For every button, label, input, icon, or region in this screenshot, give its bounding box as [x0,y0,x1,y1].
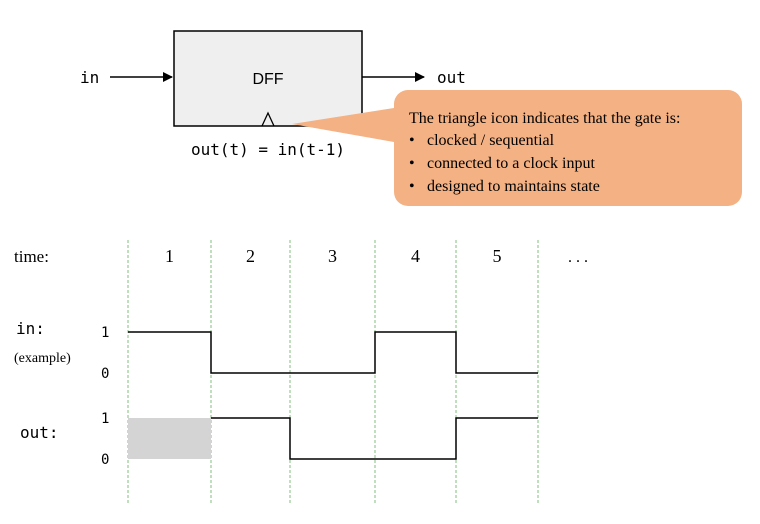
time-step-label: 5 [493,246,502,266]
time-step-label: 4 [411,246,420,266]
clock-triangle-icon [261,111,275,127]
signal-high-label: 1 [101,325,109,341]
callout-pointer [292,108,394,142]
signal-label: out: [20,423,59,442]
time-step-label: 1 [165,246,174,266]
signal-waveform [128,331,538,374]
time-step-label: 2 [246,246,255,266]
signal-waveform [211,417,538,460]
callout-bullet-dot: • [409,132,415,149]
signal-sublabel: (example) [14,351,71,366]
time-label: time: [14,247,49,266]
callout-bullet-dot: • [409,155,415,172]
timing-diagram: time: 1 2 3 4 5 . . . in: (example) 1 0 out: 1 0 [14,240,588,503]
time-step-label: 3 [328,246,337,266]
gate-input-label: in [80,68,99,87]
callout-bullet-list: • clocked / sequential • connected to a clo… [409,132,600,195]
callout-heading: The triangle icon indicates that the gat… [409,110,680,127]
undefined-state-region [128,418,211,459]
dff-box-label: DFF [252,71,283,88]
dff-gate: in DFF out out(t) = in(t-1) [80,30,466,159]
signal-label: in: [16,319,45,338]
gate-equation: out(t) = in(t-1) [191,140,345,159]
callout-bullet: connected to a clock input [427,155,595,172]
callout-bullet: designed to maintains state [427,178,600,195]
callout-bubble [394,90,742,206]
callout-bullet-dot: • [409,178,415,195]
signal-low-label: 0 [101,366,109,382]
callout-bullet: clocked / sequential [427,132,555,149]
time-ellipsis: . . . [568,249,588,266]
signal-high-label: 1 [101,411,109,427]
triangle-callout: The triangle icon indicates that the gat… [292,90,742,206]
gate-output-label: out [437,68,466,87]
signal-low-label: 0 [101,452,109,468]
dff-box [173,30,363,127]
